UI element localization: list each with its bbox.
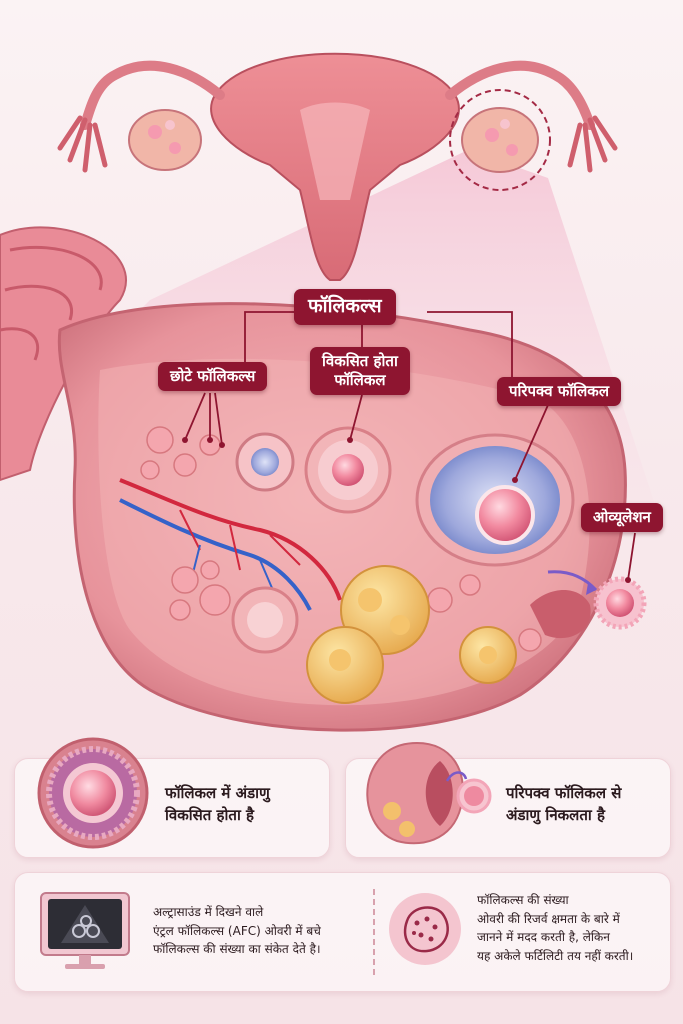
label-connectors — [184, 311, 636, 581]
count-line3: यह अकेले फर्टिलिटी तय नहीं करती। — [477, 948, 634, 963]
developing-follicle-line2: फॉलिकल — [334, 370, 386, 389]
egg-release-line2: अंडाणु निकलता है — [506, 805, 605, 824]
small-follicles-label: छोटे फॉलिकल्स — [158, 362, 268, 391]
developing-follicle-line1: विकसित होता — [322, 352, 398, 370]
ultrasound-line1: अल्ट्रासाउंड में दिखने वाले — [153, 905, 264, 919]
count-line1: ओवरी की रिजर्व क्षमता के बारे में — [477, 911, 620, 926]
ovulation-release-icon — [366, 741, 492, 845]
card-egg-develops: फॉलिकल में अंडाणु विकसित होता है — [14, 737, 330, 858]
ovary-follicle-count-icon — [389, 893, 461, 965]
follicles-label: फॉलिकल्स — [294, 289, 396, 325]
uterus-diagram — [57, 52, 618, 281]
mature-follicle-label: परिपक्व फॉलिकल — [497, 377, 621, 406]
ovary-illustration — [0, 52, 660, 732]
follicle-egg-icon — [37, 737, 149, 849]
ovary-cross-section — [0, 226, 647, 732]
ultrasound-line3: फॉलिकल्स की संख्या का संकेत देते है। — [153, 942, 321, 957]
ultrasound-line2: एंट्रल फॉलिकल्स (AFC) ओवरी में बचे — [153, 923, 321, 938]
egg-develops-line2: विकसित होता है — [165, 805, 255, 824]
developing-follicle-label: विकसित होता फॉलिकल — [310, 347, 410, 395]
egg-develops-line1: फॉलिकल में अंडाणु — [165, 784, 270, 802]
count-line2: जानने में मदद करती है, लेकिन — [477, 930, 610, 945]
ovulation-label: ओव्यूलेशन — [581, 503, 663, 532]
count-title: फॉलिकल्स की संख्या — [477, 893, 569, 907]
card-divider — [373, 889, 375, 975]
ultrasound-monitor-icon — [40, 892, 130, 969]
egg-release-line1: परिपक्व फॉलिकल से — [506, 784, 622, 802]
card-info: अल्ट्रासाउंड में दिखने वाले एंट्रल फॉलिक… — [14, 872, 671, 992]
card-egg-release: परिपक्व फॉलिकल से अंडाणु निकलता है — [345, 741, 671, 858]
